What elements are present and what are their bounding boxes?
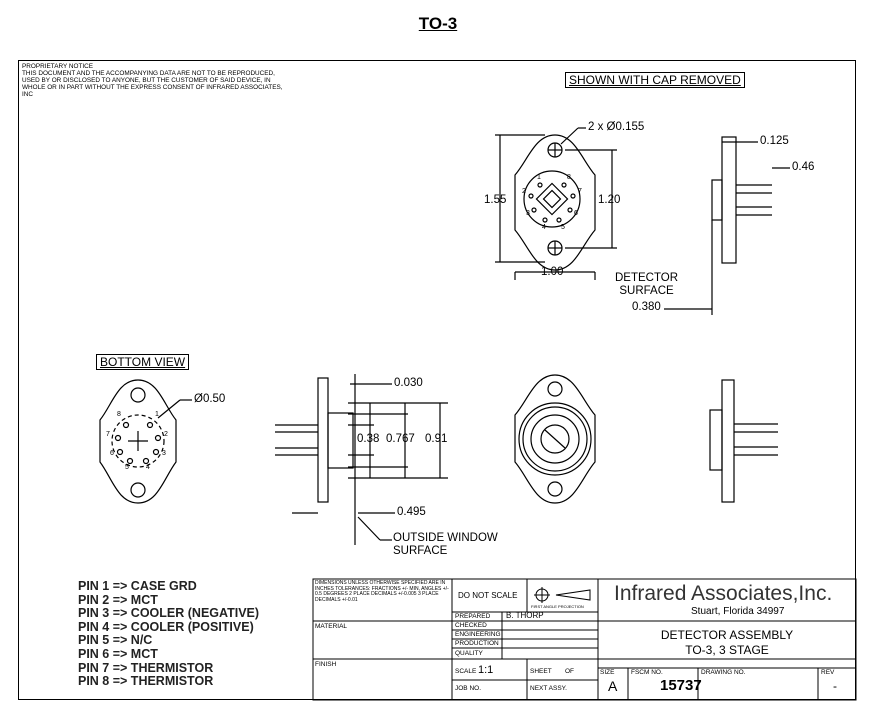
top-pin-8: 8 — [567, 174, 571, 181]
tb-checked: CHECKED — [455, 622, 487, 629]
dim-0-91: 0.91 — [425, 433, 448, 445]
tb-desc-2: TO-3, 3 STAGE — [685, 643, 769, 657]
top-pin-5: 5 — [561, 224, 565, 231]
bottom-pin-7: 7 — [106, 431, 110, 438]
dim-0-495: 0.495 — [397, 506, 426, 518]
pin-item: PIN 1 => CASE GRD — [78, 579, 197, 593]
tb-prepared: PREPARED — [455, 613, 491, 620]
tb-projection: FIRST ANGLE PROJECTION — [531, 604, 584, 609]
bottom-view-package — [99, 379, 192, 504]
tb-production: PRODUCTION — [455, 640, 499, 647]
bottom-pin-5: 5 — [125, 464, 129, 471]
top-pin-4: 4 — [542, 224, 546, 231]
tb-fscm-value: 15737 — [660, 677, 702, 694]
tb-engineering: ENGINEERING — [455, 631, 501, 638]
tb-scale-value: 1:1 — [478, 664, 494, 676]
side-view-top — [664, 136, 790, 315]
tb-drawing-no-label: DRAWING NO. — [701, 669, 746, 676]
front-view-package — [514, 374, 596, 504]
dim-holes: 2 x Ø0.155 — [588, 121, 645, 133]
tb-material: MATERIAL — [315, 623, 348, 630]
tb-do-not-scale: DO NOT SCALE — [458, 591, 518, 600]
top-view-package — [514, 134, 596, 271]
tb-desc-1: DETECTOR ASSEMBLY — [660, 628, 794, 642]
top-pin-3: 3 — [526, 210, 530, 217]
side-view-right — [709, 379, 778, 503]
side-view-bottom — [275, 374, 448, 545]
tb-company: Infrared Associates,Inc. — [614, 582, 833, 605]
dim-0-380: 0.380 — [632, 301, 661, 313]
tb-quality: QUALITY — [455, 650, 483, 657]
tb-size-value: A — [608, 678, 618, 694]
tb-rev-label: REV — [821, 669, 835, 676]
tb-size-label: SIZE — [600, 669, 615, 676]
top-pin-1: 1 — [537, 174, 541, 181]
tb-job-no: JOB NO. — [455, 685, 482, 692]
bottom-pin-4: 4 — [146, 464, 150, 471]
bottom-pin-3: 3 — [162, 450, 166, 457]
dim-0-125: 0.125 — [760, 135, 789, 147]
tb-fscm-label: FSCM NO. — [631, 669, 663, 676]
dim-detector-surface: DETECTOR SURFACE — [615, 272, 679, 297]
tb-location: Stuart, Florida 34997 — [691, 606, 785, 617]
tb-scale-label: SCALE — [455, 668, 477, 675]
dim-outside-window: OUTSIDE WINDOW SURFACE — [393, 532, 498, 557]
pin-item: PIN 5 => N/C — [78, 633, 153, 648]
notice-text: THIS DOCUMENT AND THE ACCOMPANYING DATA … — [22, 70, 283, 98]
dim-0-46: 0.46 — [792, 161, 815, 173]
dim-0-030: 0.030 — [394, 377, 423, 389]
bottom-pin-1: 1 — [155, 411, 159, 418]
top-pin-6: 6 — [574, 210, 578, 217]
tb-rev-value: - — [833, 679, 837, 693]
proprietary-notice: PROPRIETARY NOTICE THIS DOCUMENT AND THE… — [22, 63, 292, 98]
dim-0-50: Ø0.50 — [194, 393, 226, 405]
pin-item: PIN 7 => THERMISTOR — [78, 660, 214, 675]
tb-of-label: OF — [565, 668, 575, 675]
bottom-pin-8: 8 — [117, 411, 121, 418]
notice-heading: PROPRIETARY NOTICE — [22, 63, 94, 70]
dim-1-20: 1.20 — [598, 194, 621, 206]
dim-1-55: 1.55 — [484, 194, 507, 206]
pin-item: PIN 2 => MCT — [78, 592, 158, 607]
title-block — [312, 578, 857, 701]
bottom-pin-6: 6 — [110, 450, 114, 457]
tb-next-assy: NEXT ASSY. — [530, 685, 567, 692]
pin-item: PIN 8 => THERMISTOR — [78, 674, 214, 689]
pin-item: PIN 3 => COOLER (NEGATIVE) — [78, 606, 260, 621]
dim-1-00: 1.00 — [541, 266, 564, 278]
dim-0-767: 0.767 — [386, 433, 415, 445]
tb-tolerances: DIMENSIONS UNLESS OTHERWISE SPECIFIED AR… — [315, 580, 449, 603]
pin-item: PIN 6 => MCT — [78, 646, 158, 661]
tb-finish: FINISH — [315, 661, 337, 668]
top-pin-7: 7 — [578, 188, 582, 195]
tb-sheet-label: SHEET — [530, 668, 552, 675]
bottom-pin-2: 2 — [164, 431, 168, 438]
pin-list: PIN 1 => CASE GRD PIN 2 => MCT PIN 3 => … — [78, 579, 260, 689]
pin-item: PIN 4 => COOLER (POSITIVE) — [78, 619, 254, 634]
bottom-view-label: BOTTOM VIEW — [96, 354, 190, 370]
dim-0-38: 0.38 — [357, 433, 380, 445]
page-title: TO-3 — [418, 14, 458, 33]
cap-removed-label: SHOWN WITH CAP REMOVED — [565, 72, 745, 88]
top-pin-2: 2 — [522, 188, 526, 195]
tb-prepared-by: B. THORP — [506, 611, 544, 620]
